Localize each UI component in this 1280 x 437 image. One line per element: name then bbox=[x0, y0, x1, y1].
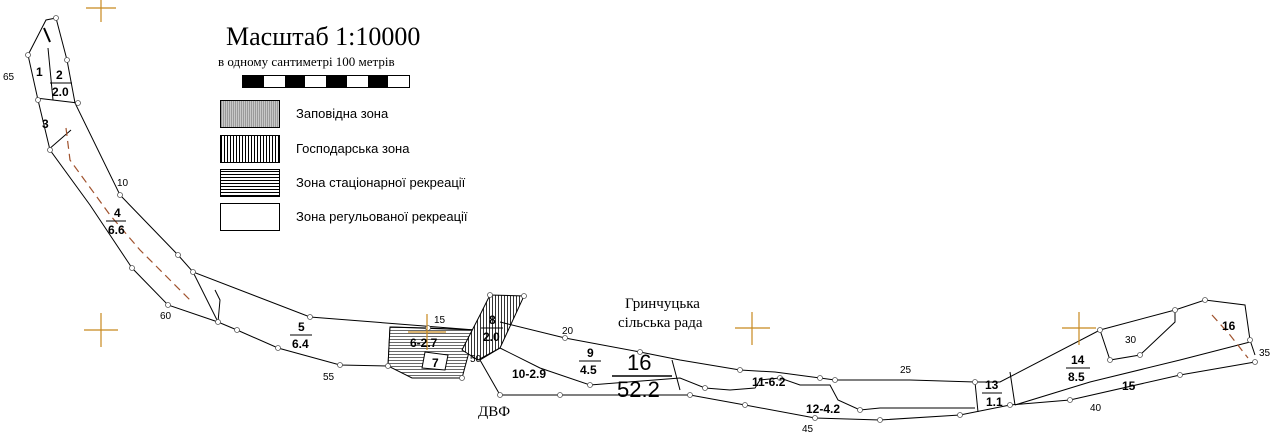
legend-label-stat: Зона стаціонарної рекреації bbox=[296, 175, 466, 190]
parcel-label-2-area: 2.0 bbox=[52, 85, 69, 99]
parcel-label-1: 1 bbox=[36, 65, 43, 79]
division-notch bbox=[214, 289, 221, 323]
grid-cross bbox=[408, 314, 446, 350]
parcel-label-10: 10-2.9 bbox=[512, 367, 546, 381]
scale-subtitle: в одному сантиметрі 100 метрів bbox=[218, 54, 395, 69]
vertex-points bbox=[25, 15, 1258, 423]
parcel-label-5-num: 5 bbox=[298, 320, 305, 334]
point-number: 50 bbox=[470, 354, 482, 365]
parcel-label-9-area: 4.5 bbox=[580, 363, 597, 377]
boundary-upper-center bbox=[499, 299, 1256, 383]
division-3-4 bbox=[47, 129, 72, 151]
parcel-labels: 1 2 2.0 3 4 6.6 5 6.4 6-2.7 7 8 2.0 9 4.… bbox=[36, 65, 1236, 416]
parcel-label-12: 12-4.2 bbox=[806, 402, 840, 416]
parcel-label-9-num: 9 bbox=[587, 346, 594, 360]
parcel-label-14-num: 14 bbox=[1071, 353, 1085, 367]
parcel-label-8-area: 2.0 bbox=[483, 330, 500, 344]
parcel-label-8-num: 8 bbox=[489, 313, 496, 327]
parcel-7-fill bbox=[421, 351, 449, 371]
dashed-line-right bbox=[1211, 314, 1249, 359]
legend-swatch-econ bbox=[220, 135, 280, 163]
point-number: 65 bbox=[3, 72, 15, 83]
place-names: Гринчуцька сільська рада ДВФ bbox=[478, 296, 703, 420]
division-14-15 bbox=[1014, 341, 1251, 406]
big-parcel-label: 16 52.2 bbox=[612, 350, 672, 402]
scale-title: Масштаб 1:10000 bbox=[226, 22, 421, 51]
boundary-inner-left bbox=[55, 17, 476, 331]
point-number: 45 bbox=[802, 424, 814, 435]
parcel-label-6: 6-2.7 bbox=[410, 336, 438, 350]
boundary-lower-center bbox=[479, 359, 1256, 421]
grid-cross bbox=[86, 0, 116, 22]
legend-label-reg: Зона регульованої рекреації bbox=[296, 209, 468, 224]
grid-crosses bbox=[84, 0, 1096, 350]
point-number: 10 bbox=[117, 178, 129, 189]
legend-swatch-stat bbox=[220, 169, 280, 197]
council-name-line2: сільська рада bbox=[618, 315, 703, 331]
parcel-label-16-small: 16 bbox=[1222, 319, 1236, 333]
point-number: 55 bbox=[323, 372, 335, 383]
parcel-label-13-area: 1.1 bbox=[986, 395, 1003, 409]
legend-item-stat: Зона стаціонарної рекреації bbox=[220, 169, 500, 199]
parcel-label-11: 11-6.2 bbox=[752, 375, 786, 389]
parcel-label-14-area: 8.5 bbox=[1068, 370, 1085, 384]
parcel-label-15: 15 bbox=[1122, 379, 1136, 393]
division-12-13 bbox=[974, 381, 979, 413]
parcel-label-7: 7 bbox=[432, 356, 439, 370]
parcel-label-4-num: 4 bbox=[114, 206, 121, 220]
point-number: 30 bbox=[1125, 335, 1137, 346]
grid-cross bbox=[84, 313, 118, 347]
legend-item-reserve: Заповідна зона bbox=[220, 100, 500, 130]
division-4-5 bbox=[192, 271, 219, 323]
grid-cross bbox=[1062, 312, 1096, 345]
boundary-right-notch bbox=[1099, 310, 1176, 361]
dashed-line-left bbox=[65, 127, 191, 301]
division-13-14 bbox=[1009, 371, 1016, 406]
point-number: 60 bbox=[160, 311, 172, 322]
division-1-2 bbox=[47, 47, 54, 101]
scale-bar bbox=[242, 75, 410, 88]
point-number: 15 bbox=[434, 315, 446, 326]
grid-cross bbox=[735, 312, 770, 345]
legend-swatch-reg bbox=[220, 203, 280, 231]
point-numbers: 65 10 60 55 15 50 20 25 45 40 30 35 bbox=[3, 72, 1271, 435]
parcel-label-2-num: 2 bbox=[56, 68, 63, 82]
division-10-9 bbox=[479, 347, 501, 361]
legend-item-reg: Зона регульованої рекреації bbox=[220, 203, 500, 233]
legend-label-reserve: Заповідна зона bbox=[296, 106, 389, 121]
legend-item-econ: Господарська зона bbox=[220, 135, 500, 165]
dvf-label: ДВФ bbox=[478, 404, 510, 420]
legend-swatch-reserve bbox=[220, 100, 280, 128]
dashed-lines bbox=[65, 127, 1249, 359]
parcel-label-5-area: 6.4 bbox=[292, 337, 309, 351]
point-number: 40 bbox=[1090, 403, 1102, 414]
division-9-11 bbox=[671, 359, 681, 391]
parcel-label-4-area: 6.6 bbox=[108, 223, 125, 237]
point-number: 25 bbox=[900, 365, 912, 376]
division-2-3 bbox=[35, 97, 79, 104]
council-name-line1: Гринчуцька bbox=[625, 296, 700, 312]
boundary-middle-center bbox=[499, 347, 975, 411]
big-parcel-area: 52.2 bbox=[617, 377, 660, 402]
legend-label-econ: Господарська зона bbox=[296, 141, 410, 156]
parcel-label-13-num: 13 bbox=[985, 378, 999, 392]
tip-mark bbox=[43, 27, 51, 43]
parcel-label-3: 3 bbox=[42, 117, 49, 131]
point-number: 35 bbox=[1259, 348, 1271, 359]
point-number: 20 bbox=[562, 326, 574, 337]
big-parcel-num: 16 bbox=[627, 350, 651, 375]
